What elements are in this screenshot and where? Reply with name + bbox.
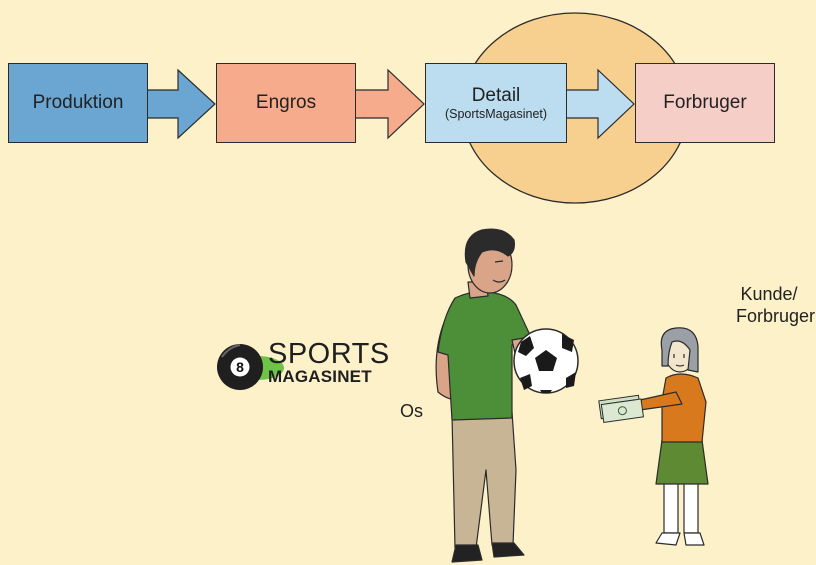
arrow-detail-forbruger [565, 68, 635, 140]
box-produktion-label: Produktion [32, 92, 124, 113]
money-icon [598, 394, 645, 423]
logo-word-sports: SPORTS [268, 338, 390, 370]
box-detail: Detail (SportsMagasinet) [425, 63, 567, 143]
box-engros: Engros [216, 63, 356, 143]
logo-ball-icon [217, 344, 284, 390]
man-illustration [435, 228, 561, 563]
box-forbruger-label: Forbruger [663, 92, 747, 113]
football-icon [513, 328, 579, 394]
label-os: Os [400, 401, 424, 421]
box-produktion: Produktion [8, 63, 148, 143]
logo-text: SPORTS MAGASINET [268, 338, 398, 386]
label-kunde-line1: Kunde/ [740, 284, 798, 304]
box-detail-sublabel: (SportsMagasinet) [444, 106, 548, 121]
logo-word-magasinet: MAGASINET [268, 367, 372, 386]
customer-illustration [628, 327, 709, 546]
box-engros-label: Engros [255, 92, 317, 113]
label-kunde: Kunde/ Forbruger [723, 283, 815, 327]
box-forbruger: Forbruger [635, 63, 775, 143]
logo-ball-number: 8 [236, 359, 244, 375]
arrow-produktion-engros [146, 68, 216, 140]
box-detail-label: Detail [471, 84, 521, 106]
label-kunde-line2: Forbruger [735, 306, 815, 326]
arrow-engros-detail [354, 68, 425, 140]
